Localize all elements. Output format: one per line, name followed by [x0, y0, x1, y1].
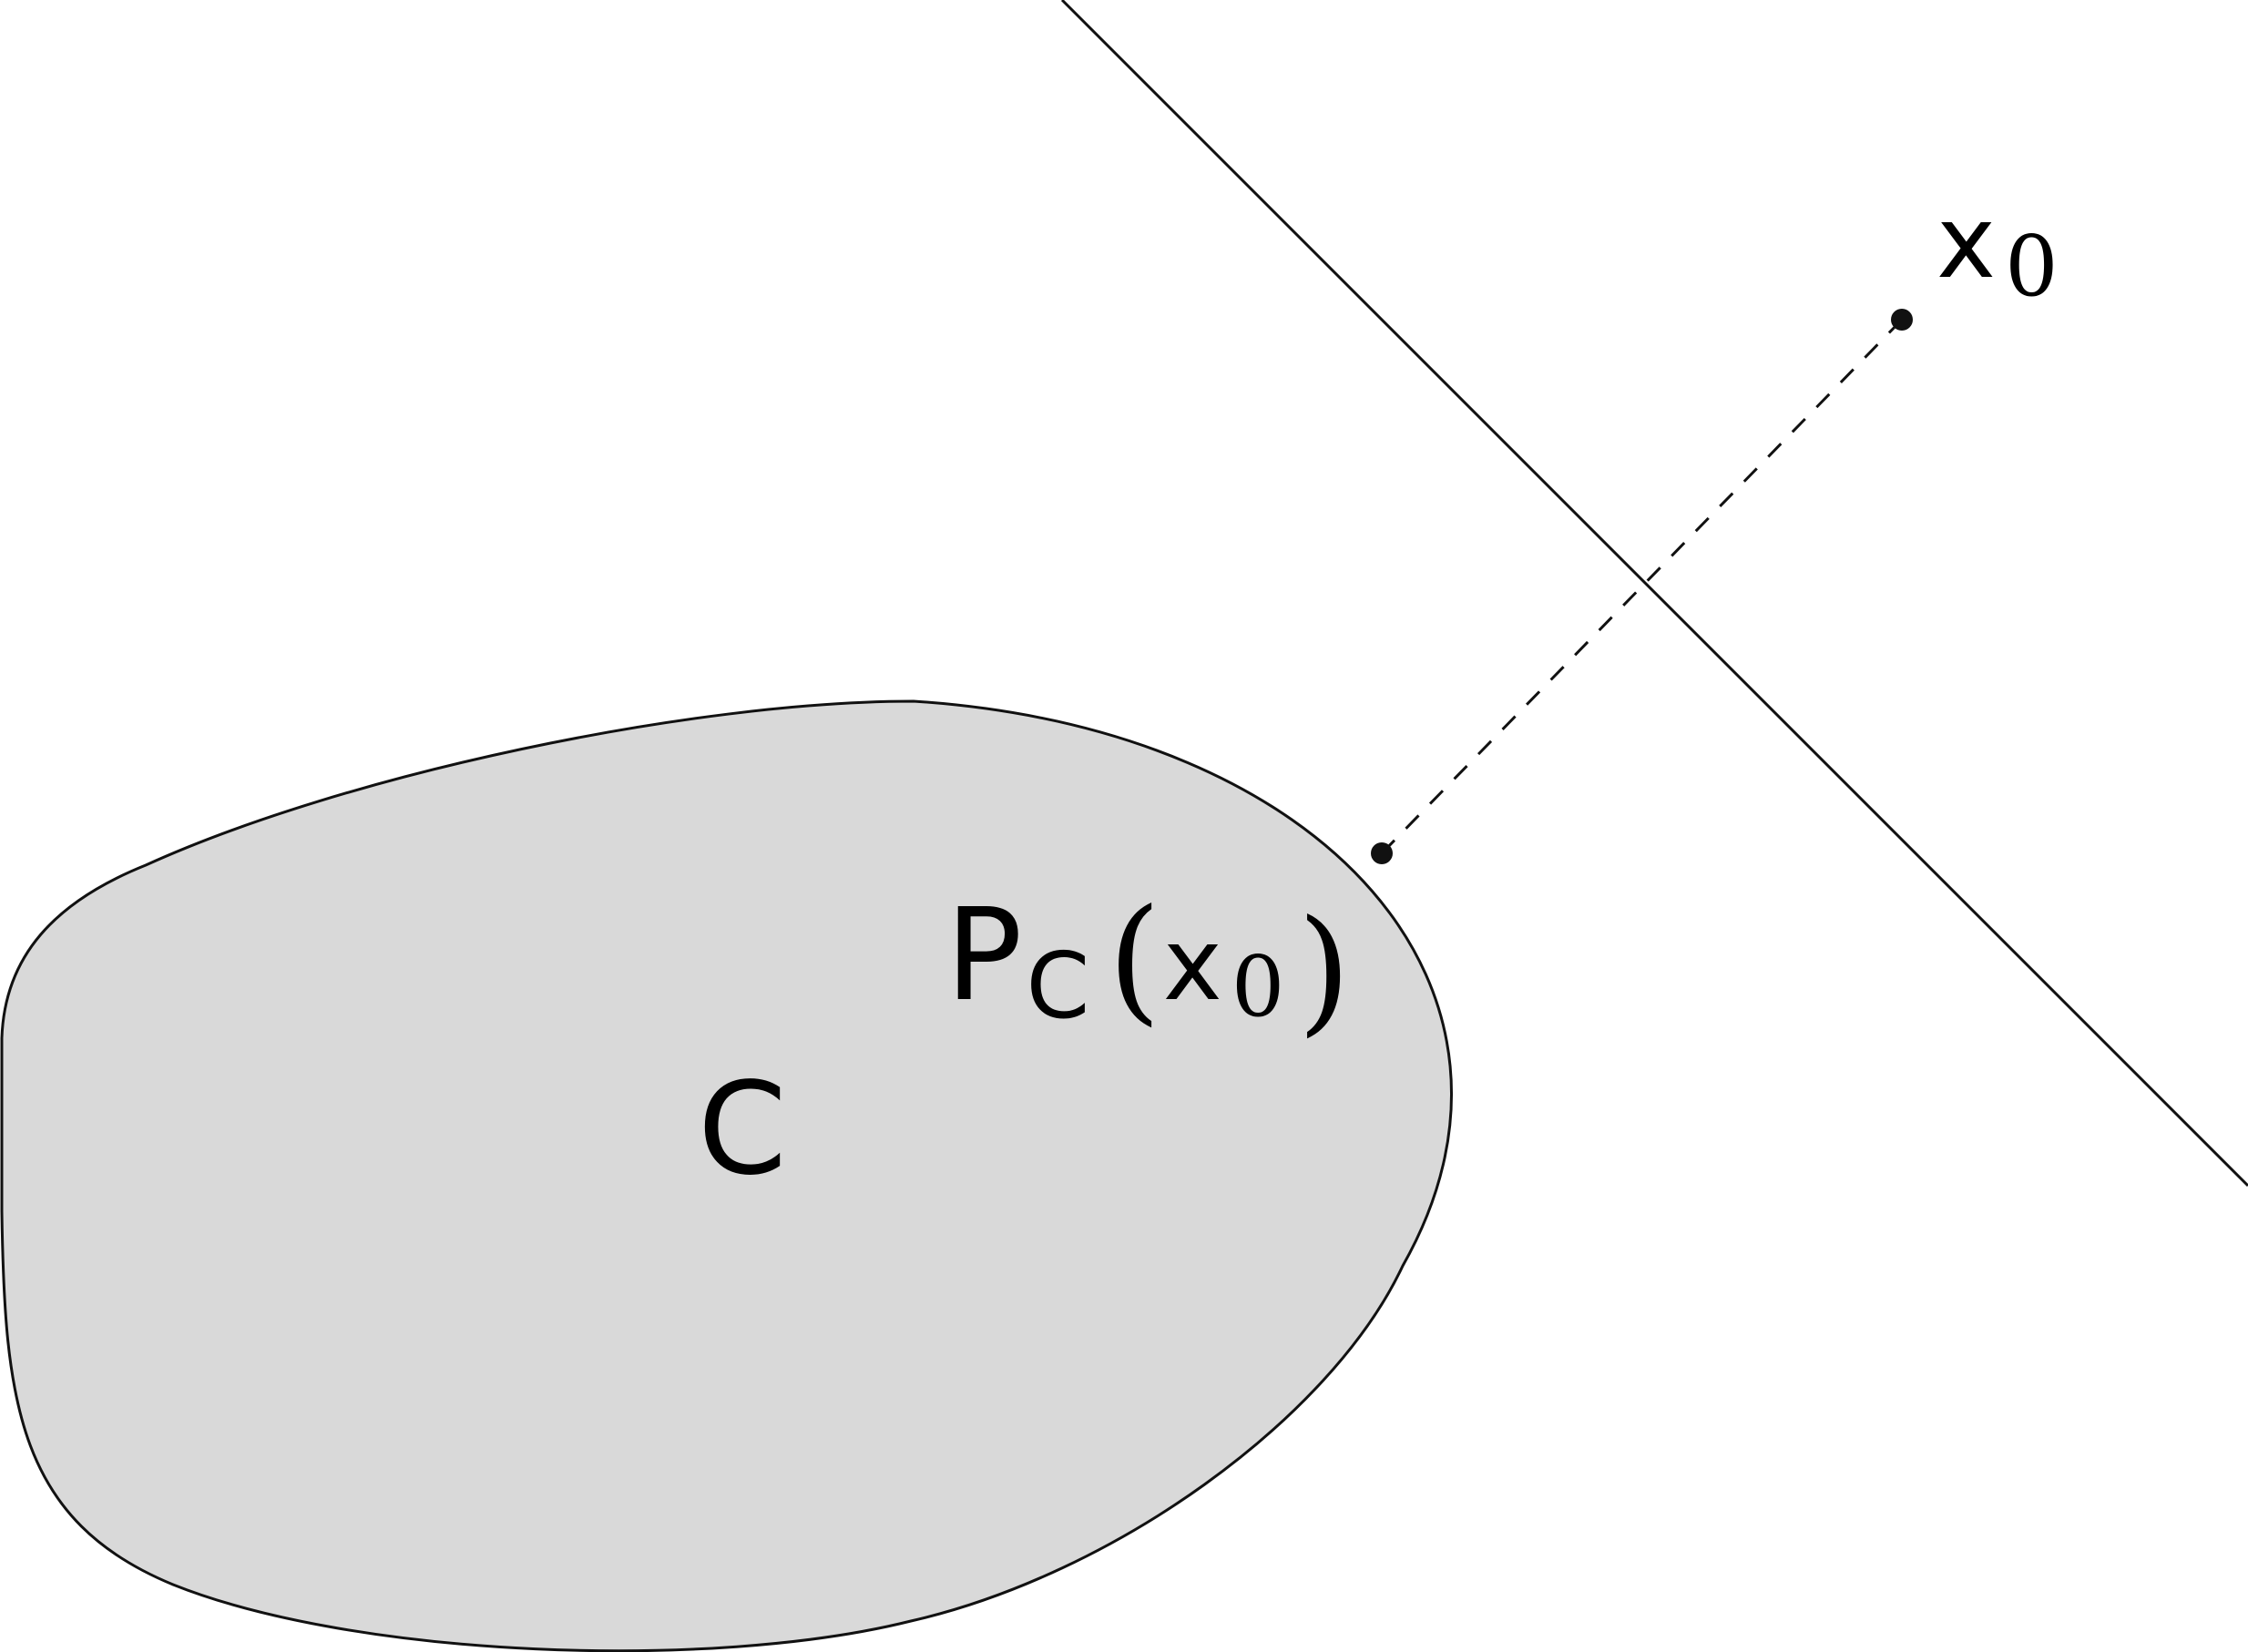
- supporting-hyperplane: [1060, 0, 2248, 1188]
- projection-segment: [1380, 318, 1904, 855]
- point-x0: [1891, 309, 1913, 331]
- set-label: C: [698, 1055, 787, 1204]
- convex-set-region: [0, 699, 1453, 1652]
- projection-point: [1371, 842, 1393, 864]
